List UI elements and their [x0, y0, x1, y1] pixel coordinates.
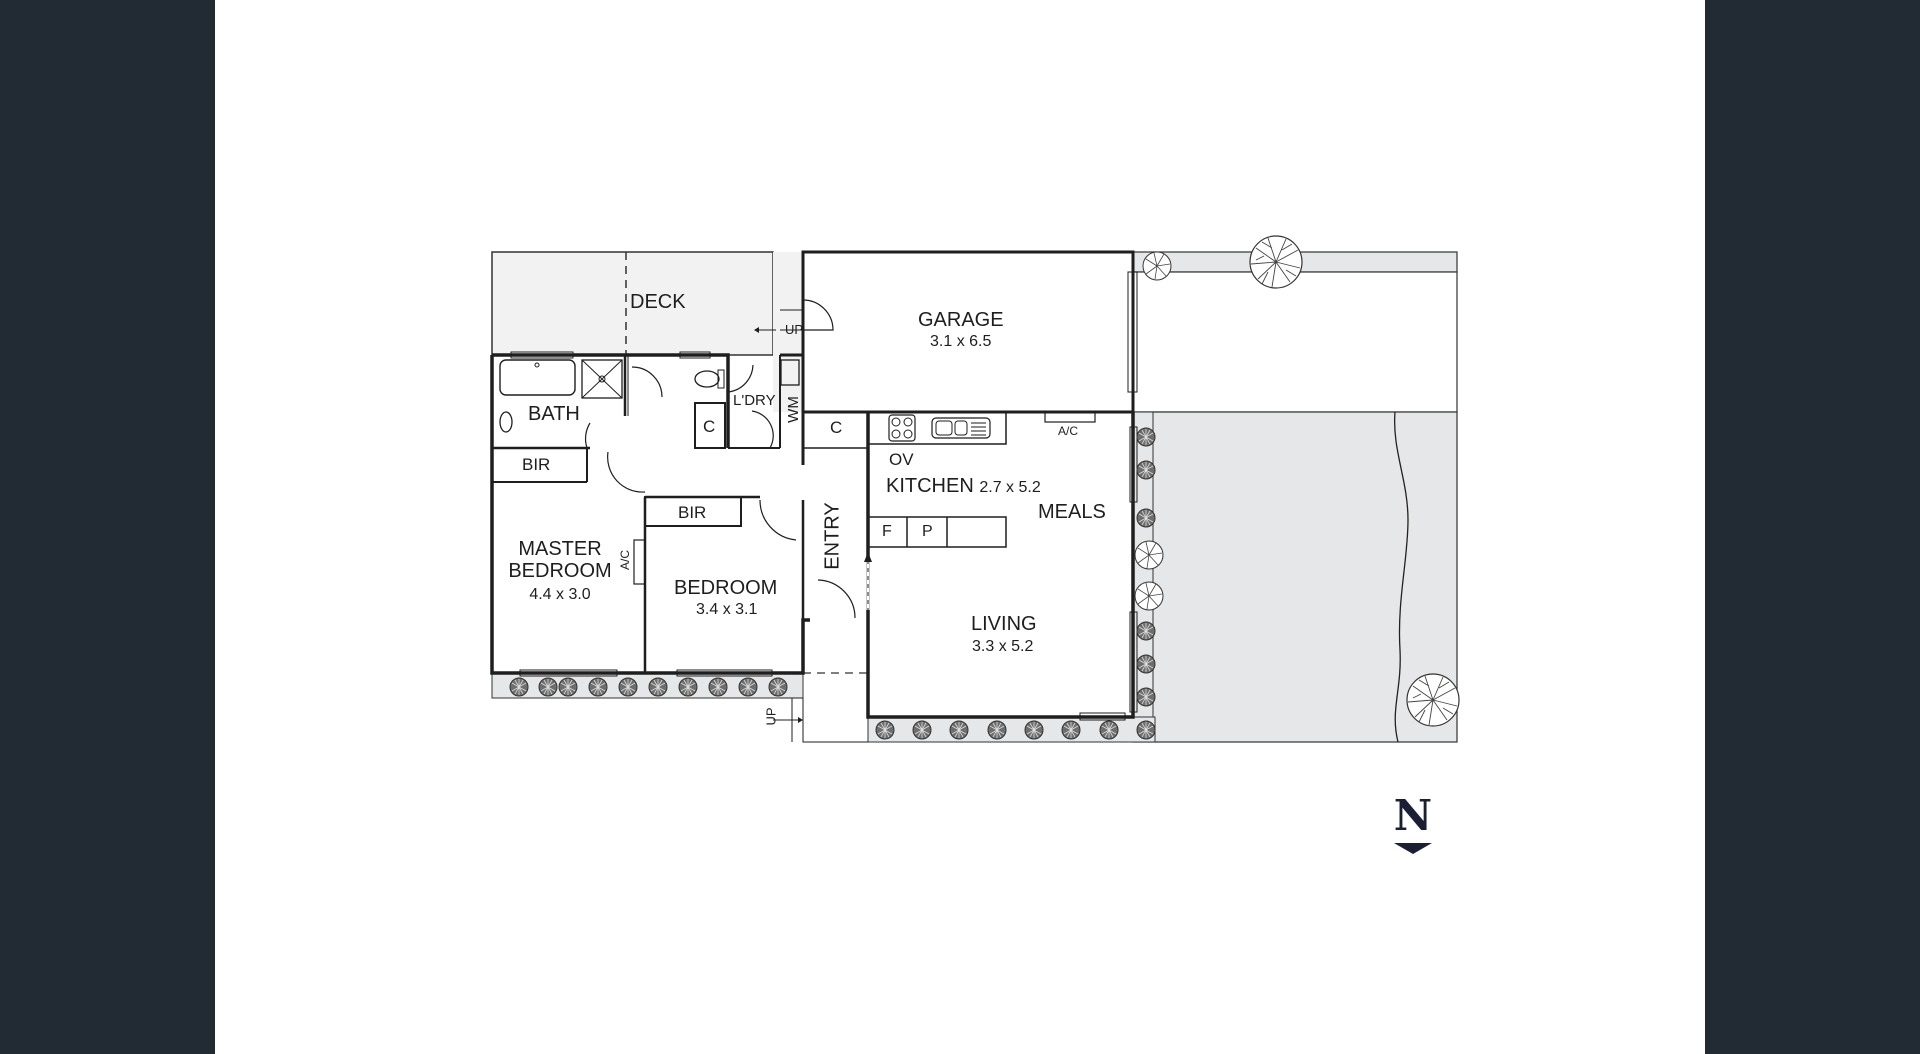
room-dims-living: 3.3 x 5.2: [972, 638, 1034, 655]
kitchen-dims: 2.7 x 5.2: [979, 479, 1041, 496]
outdoor-areas: [491, 251, 1458, 743]
room-label-bath: BATH: [528, 403, 580, 425]
room-label-deck: DECK: [630, 291, 686, 313]
fixtures: [499, 271, 1138, 743]
room-dims-bedroom: 3.4 x 3.1: [696, 601, 758, 618]
shower: [581, 359, 623, 399]
bir-label-master: BIR: [522, 455, 551, 474]
pantry-label: P: [922, 523, 933, 540]
room-label-entry: ENTRY: [821, 502, 844, 570]
cooktop: [888, 414, 916, 442]
oven-label: OV: [889, 450, 914, 469]
garden-bed-edge: [1393, 411, 1409, 743]
stairs-up-label-deck: UP: [785, 322, 804, 337]
master-bedroom-line1: MASTER: [518, 538, 602, 560]
north-label: N: [1393, 791, 1433, 840]
room-label-master-bedroom: MASTER BEDROOM 4.4 x 3.0: [505, 538, 615, 606]
ac-label-master: A/C: [618, 549, 633, 571]
right-side-panel: [1705, 0, 1920, 1054]
left-side-panel: [0, 0, 215, 1054]
north-arrow-icon: [1394, 843, 1432, 854]
room-label-kitchen: KITCHEN 2.7 x 5.2: [886, 476, 1041, 496]
fridge-label: F: [882, 523, 892, 540]
washing-machine-label: WM: [784, 396, 802, 423]
room-label-bedroom: BEDROOM: [674, 577, 778, 599]
room-dims-garage: 3.1 x 6.5: [930, 333, 992, 350]
kitchen-name: KITCHEN: [886, 475, 974, 497]
bathtub: [499, 359, 576, 396]
laundry-trough: [780, 359, 800, 386]
toilet: [694, 370, 720, 388]
cupboard-label-hall: C: [703, 417, 716, 436]
room-label-meals: MEALS: [1038, 501, 1106, 523]
ac-label-kitchen: A/C: [1058, 424, 1079, 438]
bir-label-bedroom: BIR: [678, 503, 707, 522]
master-bedroom-dims: 4.4 x 3.0: [529, 586, 591, 603]
north-compass: N: [1388, 795, 1438, 854]
front-yard: [1132, 271, 1458, 413]
vanity-basin: [499, 411, 513, 433]
room-label-laundry: L'DRY: [733, 392, 776, 409]
stairs-up-label-front: UP: [763, 707, 779, 726]
room-label-living: LIVING: [971, 613, 1037, 635]
master-bedroom-line2: BEDROOM: [508, 560, 612, 582]
cupboard-label-kitchen: C: [830, 418, 843, 437]
room-label-garage: GARAGE: [918, 309, 1004, 331]
sink: [931, 417, 991, 439]
